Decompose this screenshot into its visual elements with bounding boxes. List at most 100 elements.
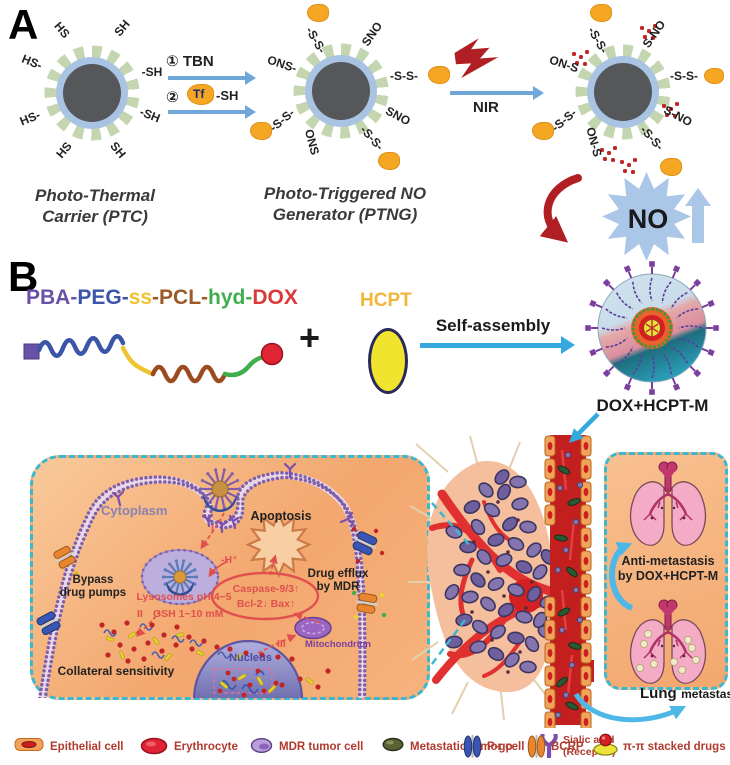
ligand-label: SH xyxy=(107,139,129,161)
no-radical-dot xyxy=(675,102,679,106)
no-radical-dot xyxy=(662,104,666,108)
mdr-efflux-pump-icons xyxy=(73,526,387,620)
metastasis-word: metastasis xyxy=(681,687,730,701)
blood-vessel-icon xyxy=(544,435,594,728)
no-radical-dot xyxy=(611,158,615,162)
no-burst-icon xyxy=(602,172,692,262)
no-increase-arrow xyxy=(685,188,711,243)
cell-mechanism-inset: Cytoplasm Bypass drug pumps Collateral s… xyxy=(30,455,430,700)
lungs-graphic xyxy=(629,599,707,684)
metastasis-nodule xyxy=(649,659,659,669)
mitochondrion-icon xyxy=(294,616,332,640)
no-radical-dot xyxy=(623,169,627,173)
caspase-ellipse xyxy=(210,571,320,621)
no-radical-dot xyxy=(673,114,677,118)
tumor-cells xyxy=(444,469,557,674)
micelle-icon xyxy=(585,261,719,395)
legend-mdr-label: MDR tumor cell xyxy=(279,741,364,753)
step-three-label: III xyxy=(277,638,286,650)
legend-pipi-label: π-π stacked drugs xyxy=(623,741,726,753)
ligand-label: -SH xyxy=(137,104,163,126)
pi-pi-stacked-drugs-icon xyxy=(593,733,618,756)
nir-lightning-icon xyxy=(454,38,499,79)
lysosome-icon xyxy=(140,548,220,606)
collateral-sensitivity-label: Collateral sensitivity xyxy=(57,664,175,678)
tf-transferrin-blob-icon xyxy=(590,4,612,22)
mdr-tumor-cell-icon xyxy=(250,737,273,754)
ptc-caption-line2: Carrier (PTC) xyxy=(42,207,148,227)
ptng-caption-line1: Photo-Triggered NO xyxy=(263,184,427,203)
cytoplasm-label: Cytoplasm xyxy=(101,503,168,518)
hcpt-drug-icon xyxy=(368,328,408,394)
drug-efflux-label: Drug efflux by MDR xyxy=(295,568,381,594)
pathway-arrows xyxy=(136,512,321,654)
legend-erythrocyte-label: Erythrocyte xyxy=(174,741,238,753)
no-radical-dot xyxy=(633,158,637,162)
no-radical-dot xyxy=(579,55,583,59)
metastatic-lung-icon xyxy=(616,596,720,693)
ligand-label: -S-S- xyxy=(670,69,698,83)
reaction-arrow-1 xyxy=(168,71,256,85)
nucleus-label: Nucleus xyxy=(229,652,272,664)
proton-arrow xyxy=(208,560,229,578)
self-assembly-arrow xyxy=(420,336,575,354)
bypass-transporter-icons xyxy=(36,545,76,636)
polymer-segment: PEG- xyxy=(77,286,129,309)
metastasis-nodule xyxy=(669,657,679,667)
metastasis-nodule xyxy=(677,665,687,675)
tf-transferrin-blob-icon xyxy=(532,122,554,140)
ligand-label: -SH xyxy=(141,65,163,79)
caspase-label: Caspase-9/3↑ xyxy=(232,583,300,595)
no-radical-dot xyxy=(651,36,655,40)
anti-line2: by DOX+HCPT-M xyxy=(617,569,719,583)
erythrocyte-icon xyxy=(140,737,168,755)
step2-number: ② xyxy=(166,89,179,106)
polymer-segment: PBA- xyxy=(26,286,78,309)
tf-transferrin-blob-icon xyxy=(660,158,682,176)
nucleus-icon xyxy=(192,639,304,698)
cell-diagram-graphics xyxy=(36,462,387,698)
metastasis-nodule xyxy=(687,643,697,653)
panel-b-label: B xyxy=(8,253,39,300)
no-radical-dot xyxy=(665,113,669,117)
epithelial-cell-icon xyxy=(14,738,44,751)
no-radical-dot xyxy=(643,35,647,39)
sialic-acid-receptors xyxy=(111,462,355,534)
no-radical-dot xyxy=(631,170,635,174)
tumor-mass-icon xyxy=(408,435,558,721)
no-radical-dot xyxy=(669,107,673,111)
no-radical-dot xyxy=(572,52,576,56)
nir-label: NIR xyxy=(473,99,499,116)
metastatic-tumor-cell-icon xyxy=(382,737,404,752)
tf-label: Tf xyxy=(193,87,205,101)
plus-sign: + xyxy=(299,317,321,358)
h-plus-label: -H⁺ xyxy=(221,554,238,566)
no-radical-dot xyxy=(583,62,587,66)
bypass-line2: drug pumps xyxy=(59,587,127,600)
no-radical-dot xyxy=(627,163,631,167)
nanoparticle-core xyxy=(63,64,121,122)
polymer-chain-icon xyxy=(23,334,284,384)
gsh-label: GSH 1~10 mM xyxy=(153,608,224,620)
legend-pgp-label: P-gp xyxy=(487,741,513,753)
metastasis-nodule xyxy=(635,663,645,673)
tf-transferrin-blob-icon xyxy=(704,68,724,84)
bcl2-bax-label: Bcl-2↓ Bax↑ xyxy=(236,598,296,610)
ligand-label: HS xyxy=(53,139,75,161)
step-two-label: II xyxy=(137,608,143,620)
polymer-segment: DOX xyxy=(252,286,298,309)
healthy-lung-icon xyxy=(616,458,720,555)
step1-tbn-label: ① TBN xyxy=(166,53,214,70)
hcpt-label: HCPT xyxy=(360,290,412,311)
lungs-graphic xyxy=(629,461,707,546)
no-radical-dot xyxy=(620,160,624,164)
no-radical-dot xyxy=(640,26,644,30)
nanoparticle-core xyxy=(594,63,652,121)
metastasis-nodule xyxy=(639,639,649,649)
metastasis-nodule xyxy=(683,635,693,645)
legend-bcrp-label: BCRP xyxy=(551,741,584,753)
bcrp-icon xyxy=(527,735,546,758)
polymer-segment: -PCL- xyxy=(152,286,209,309)
no-radical-dot xyxy=(613,146,617,150)
